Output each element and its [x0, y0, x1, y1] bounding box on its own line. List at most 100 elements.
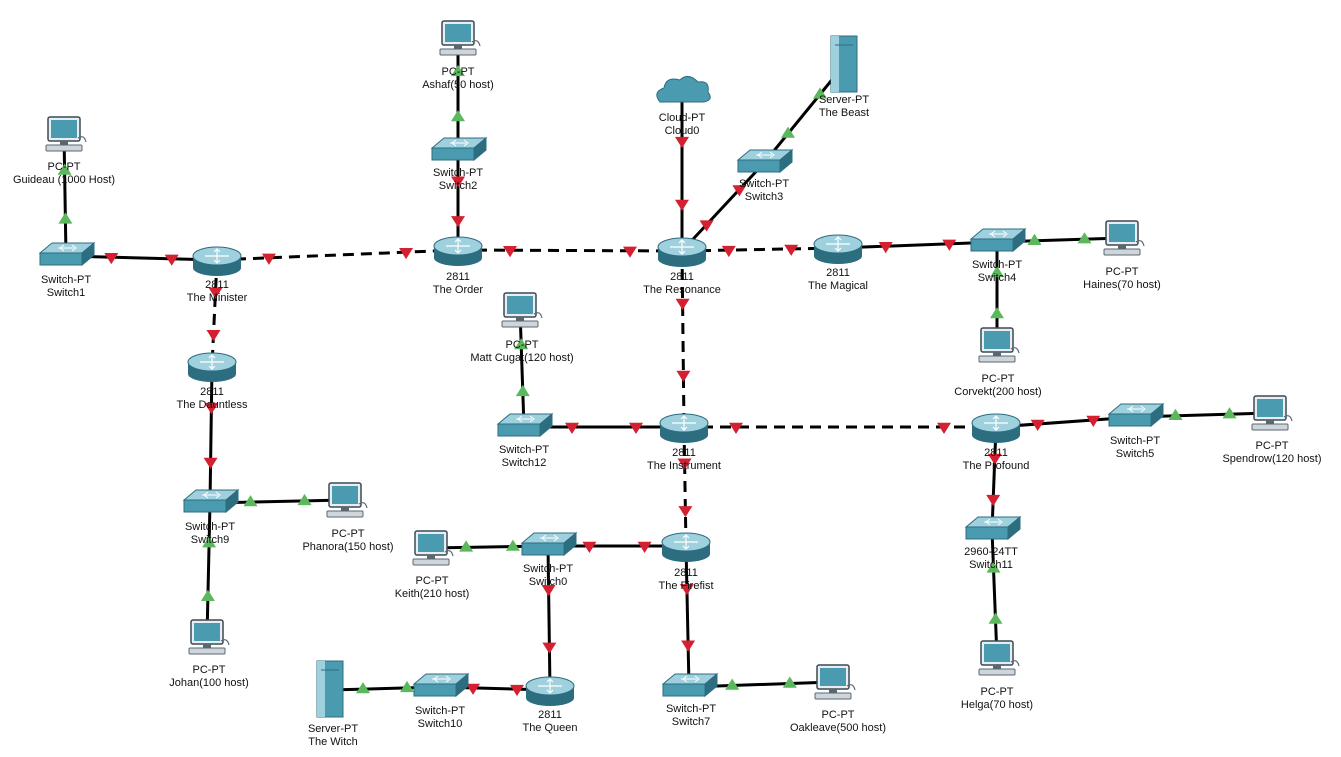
server-icon[interactable] — [316, 660, 344, 718]
cable-line[interactable] — [990, 529, 999, 659]
link-r_resonance-r_instrument[interactable] — [675, 250, 691, 428]
cable-line[interactable] — [681, 246, 839, 253]
pc-icon[interactable] — [978, 327, 1020, 363]
link-r_instrument-r_firefist[interactable] — [677, 426, 693, 547]
router-icon[interactable] — [433, 236, 483, 266]
link-sw9-pc_johan[interactable] — [200, 502, 217, 638]
cable-line[interactable] — [62, 133, 68, 257]
link-r_dauntless-sw9[interactable] — [203, 365, 219, 504]
pc-icon[interactable] — [326, 482, 368, 518]
pc-icon[interactable] — [1251, 395, 1293, 431]
switch-icon[interactable] — [661, 672, 719, 698]
cable-line[interactable] — [457, 248, 683, 253]
link-pc_guideau-sw1[interactable] — [57, 133, 73, 257]
cable-line[interactable] — [684, 545, 691, 688]
switch-icon[interactable] — [520, 531, 578, 557]
cable-line[interactable] — [518, 309, 526, 428]
cable-line[interactable] — [546, 545, 552, 691]
pc-icon[interactable] — [978, 640, 1020, 676]
link-r_resonance-r_magical[interactable] — [681, 244, 839, 258]
router-icon[interactable] — [661, 532, 711, 562]
switch-icon[interactable] — [1107, 402, 1165, 428]
switch-icon[interactable] — [964, 515, 1022, 541]
cloud-icon[interactable] — [656, 76, 711, 103]
link-r_minister-r_order[interactable] — [216, 247, 459, 265]
switch-icon[interactable] — [38, 241, 96, 267]
link-r_profound-sw11[interactable] — [986, 426, 1002, 531]
link-pc_matt-sw12[interactable] — [514, 309, 530, 428]
link-r_order-r_resonance[interactable] — [457, 246, 683, 258]
link-pc_ashaf-sw2[interactable] — [451, 38, 465, 151]
switch-icon[interactable] — [182, 488, 240, 514]
link-sw3-r_resonance[interactable] — [680, 161, 766, 253]
switch-icon[interactable] — [736, 148, 794, 174]
link-sw11-pc_helga[interactable] — [986, 529, 1003, 659]
router-icon[interactable] — [813, 234, 863, 264]
link-r_firefist-sw7[interactable] — [679, 545, 696, 688]
pc-icon[interactable] — [45, 116, 87, 152]
router-icon[interactable] — [657, 237, 707, 267]
cable-line[interactable] — [680, 250, 686, 428]
router-icon[interactable] — [192, 246, 242, 276]
switch-icon[interactable] — [412, 672, 470, 698]
router-icon[interactable] — [971, 413, 1021, 443]
pc-icon[interactable] — [1103, 220, 1145, 256]
link-sw2-r_order[interactable] — [451, 151, 465, 250]
switch-icon[interactable] — [969, 227, 1027, 253]
cable-line[interactable] — [990, 426, 998, 531]
cable-line[interactable] — [680, 161, 766, 253]
cable-line[interactable] — [682, 426, 688, 547]
link-r_minister-r_dauntless[interactable] — [206, 259, 223, 367]
cable-line[interactable] — [208, 365, 214, 504]
server-icon[interactable] — [830, 35, 858, 93]
pc-icon[interactable] — [814, 664, 856, 700]
switch-icon[interactable] — [430, 136, 488, 162]
cable-line[interactable] — [216, 248, 459, 262]
pc-icon[interactable] — [412, 530, 454, 566]
link-cloud0-r_resonance[interactable] — [675, 94, 689, 251]
router-icon[interactable] — [525, 676, 575, 706]
link-sw0-r_queen[interactable] — [541, 545, 557, 691]
link-r_instrument-r_profound[interactable] — [684, 422, 996, 434]
switch-icon[interactable] — [496, 412, 554, 438]
pc-icon[interactable] — [188, 619, 230, 655]
router-icon[interactable] — [187, 352, 237, 382]
router-icon[interactable] — [659, 413, 709, 443]
cable-line[interactable] — [205, 502, 212, 638]
pc-icon[interactable] — [439, 20, 481, 56]
